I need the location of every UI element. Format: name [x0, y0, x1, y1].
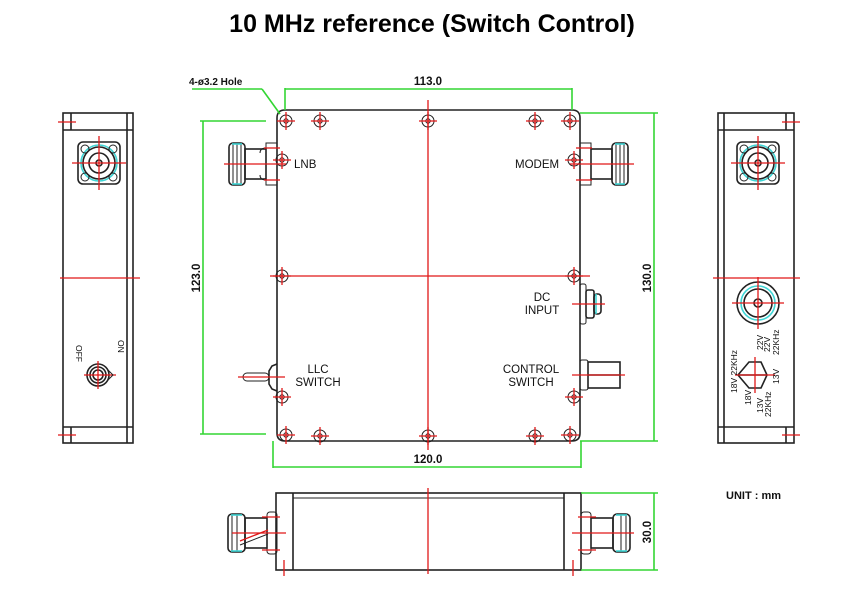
dimension-right-130 [580, 112, 658, 442]
dc-input-label: DC [534, 292, 551, 304]
unit-label: UNIT : mm [726, 490, 781, 502]
on-label: ON [116, 340, 126, 353]
rotary-selector-icon [735, 357, 775, 393]
modem-label: MODEM [515, 159, 559, 171]
label-22v-22khz-a: 22V [762, 337, 772, 352]
dimension-top-113 [284, 88, 573, 110]
dim-right-height: 130.0 [642, 264, 654, 293]
screw-icon [272, 150, 292, 170]
screw-icon [418, 111, 438, 131]
front-view: LNB MODEM DC INPUT [189, 76, 658, 468]
n-connector-face-icon [71, 135, 127, 191]
dc-input-label-2: INPUT [525, 305, 560, 317]
screw-icon [272, 266, 292, 286]
screw-icon [525, 111, 545, 131]
label-13v-22khz-a: 13V [755, 398, 765, 413]
control-switch-label-2: SWITCH [508, 377, 553, 389]
hole-note: 4-ø3.2 Hole [189, 77, 243, 88]
dimension-left-123 [200, 120, 266, 435]
right-side-view: 22V 22V 22KHz 18V 22KHz 13V 18V 13V 22KH… [713, 112, 800, 444]
left-side-view: OFF ON [58, 112, 140, 444]
mounting-hole-icon [276, 111, 296, 131]
dc-jack-icon [732, 277, 784, 329]
screw-icon [418, 426, 438, 446]
llc-switch-label-2: SWITCH [295, 377, 340, 389]
dimension-bottom-120 [272, 441, 582, 468]
label-13v-22khz-b: 22KHz [763, 391, 773, 417]
llc-switch-label: LLC [307, 364, 328, 376]
screw-icon [310, 426, 330, 446]
lnb-connector-side-icon [227, 511, 286, 555]
modem-connector-icon [570, 142, 634, 186]
dim-top-width: 113.0 [414, 76, 442, 88]
modem-connector-side-icon [572, 511, 634, 555]
label-13v: 13V [771, 369, 781, 384]
label-18v: 18V [743, 390, 753, 405]
label-18v-22khz: 18V 22KHz [729, 350, 739, 393]
dimension-thickness-30 [581, 492, 658, 571]
dc-input-connector-icon [572, 283, 605, 325]
bottom-side-view: 30.0 [227, 488, 658, 576]
off-label: OFF [74, 345, 84, 362]
n-connector-face-icon [730, 135, 786, 191]
toggle-switch-icon [84, 361, 116, 389]
label-22v: 22V [755, 335, 765, 350]
label-22v-22khz-b: 22KHz [771, 329, 781, 355]
drawing-title: 10 MHz reference (Switch Control) [229, 10, 635, 38]
lnb-connector-icon [224, 142, 286, 186]
llc-switch-icon [238, 363, 285, 392]
hole-leader [192, 88, 281, 115]
dim-bottom-width: 120.0 [414, 454, 443, 466]
screw-icon [525, 426, 545, 446]
screw-icon [310, 111, 330, 131]
dim-left-height: 123.0 [191, 264, 203, 293]
mounting-hole-icon [560, 111, 580, 131]
control-switch-icon [572, 359, 625, 391]
dim-side-thickness: 30.0 [642, 521, 654, 543]
lnb-label: LNB [294, 159, 317, 171]
control-switch-label: CONTROL [503, 364, 560, 376]
